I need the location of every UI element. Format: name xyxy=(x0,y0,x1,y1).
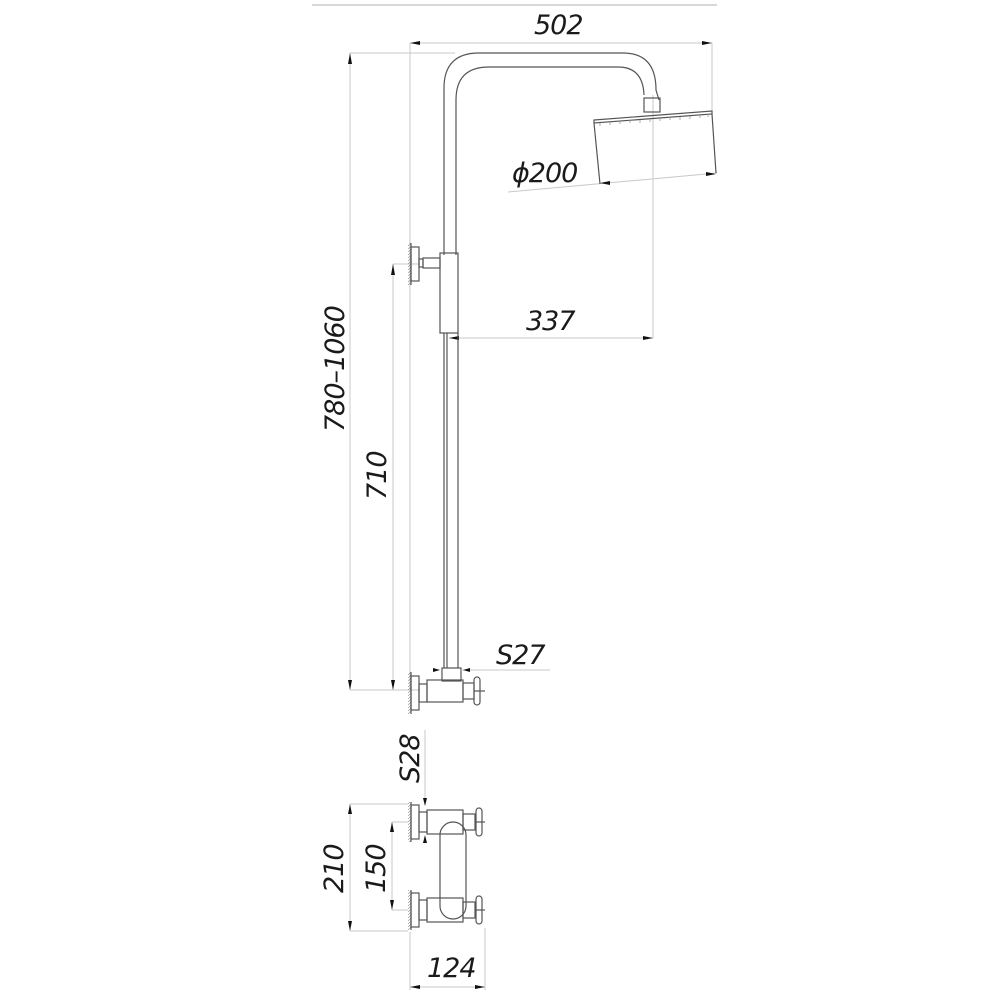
mixer-assembly: S28 210 150 xyxy=(319,730,486,990)
arm-reach-label: 337 xyxy=(526,306,575,337)
height-range-label: 780–1060 xyxy=(320,306,351,432)
diverter-valve: S27 xyxy=(408,640,550,714)
dim-height-range: 780–1060 xyxy=(320,52,455,691)
dim-arm-reach: 337 xyxy=(449,95,654,340)
dim-head-diameter: ϕ200 xyxy=(507,158,718,193)
dim-overall-width: 502 xyxy=(409,10,713,690)
mixer-center-distance-label: 150 xyxy=(361,844,392,893)
nut-size-top-label: S27 xyxy=(496,640,545,671)
mixer-height-label: 210 xyxy=(319,844,350,893)
bracket-to-valve-label: 710 xyxy=(362,451,393,500)
shower-riser-pipe xyxy=(439,52,661,668)
overall-width-label: 502 xyxy=(534,10,583,41)
mixer-depth-label: 124 xyxy=(427,953,476,984)
nut-size-mixer-label: S28 xyxy=(395,735,426,784)
dim-bracket-to-valve: 710 xyxy=(362,263,420,690)
wall-bracket xyxy=(408,243,441,285)
head-diameter-label: ϕ200 xyxy=(512,158,577,189)
shower-head xyxy=(593,110,717,185)
